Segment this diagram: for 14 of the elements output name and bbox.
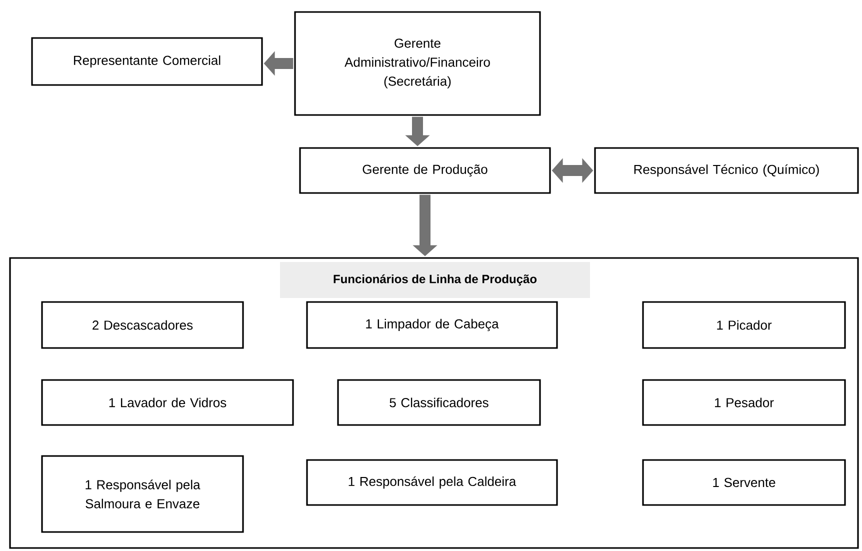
process-box: 5 Classificadores bbox=[337, 379, 541, 426]
process-box: Gerente Administrativo/Financeiro (Secretária) bbox=[294, 11, 541, 116]
process-box: Responsável Técnico (Químico) bbox=[594, 147, 859, 194]
process-box: 1 Pesador bbox=[642, 379, 846, 426]
process-box: 1 Responsável pela Salmoura e Envaze bbox=[41, 455, 244, 533]
process-box: 1 Servente bbox=[642, 459, 846, 506]
process-box: 2 Descascadores bbox=[41, 301, 244, 349]
process-box: 1 Limpador de Cabeça bbox=[306, 301, 558, 349]
process-box: Representante Comercial bbox=[31, 37, 263, 86]
process-box: Gerente de Produção bbox=[299, 147, 551, 194]
process-box: 1 Picador bbox=[642, 301, 846, 349]
process-box: 1 Lavador de Vidros bbox=[41, 379, 294, 426]
section-heading: Funcionários de Linha de Produção bbox=[280, 262, 590, 298]
process-box: 1 Responsável pela Caldeira bbox=[306, 459, 558, 506]
